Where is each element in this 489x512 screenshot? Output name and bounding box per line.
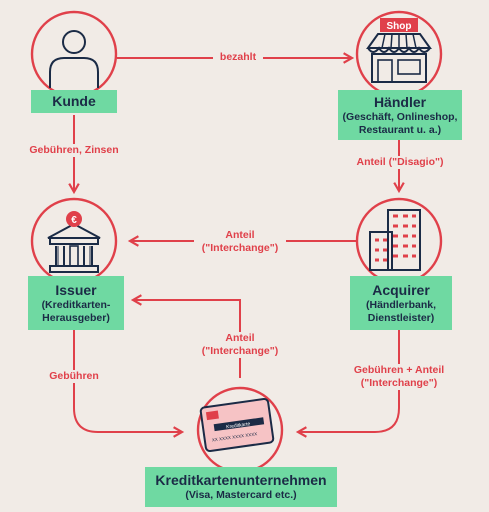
acquirer-label: Acquirer (Händlerbank, Dienstleister)	[350, 276, 452, 330]
haendler-sub-line-1: (Geschäft, Onlineshop,	[342, 110, 458, 123]
building-icon	[369, 209, 421, 271]
haendler-sub-line-2: Restaurant u. a.)	[358, 123, 442, 136]
bank-icon: €	[47, 211, 101, 273]
credit-card-icon: Kreditkarte XX XXXX XXXX XXXX	[199, 397, 275, 453]
edge-label-bezahlt: bezahlt	[213, 51, 263, 64]
shop-sign-text: Shop	[387, 21, 412, 32]
edge-line-gebuehren	[73, 330, 185, 438]
kunde-title: Kunde	[52, 93, 96, 109]
edge-label-gebuehren-zinsen: Gebühren, Zinsen	[22, 144, 126, 157]
edge-label-interchange-top: Anteil ("Interchange")	[194, 229, 286, 255]
kku-sub-line-1: (Visa, Mastercard etc.)	[185, 489, 297, 501]
edge-label-disagio: Anteil ("Disagio")	[354, 156, 446, 169]
acquirer-title: Acquirer	[372, 281, 430, 298]
person-icon	[49, 30, 99, 88]
edge-line-gebuehren-anteil	[295, 330, 400, 438]
issuer-sub-line-2: Herausgeber)	[42, 311, 110, 324]
issuer-label: Issuer (Kreditkarten- Herausgeber)	[28, 276, 124, 330]
issuer-title: Issuer	[55, 281, 97, 298]
kku-title: Kreditkartenunternehmen	[155, 472, 327, 488]
haendler-title: Händler	[373, 93, 427, 110]
card-number-text: XX XXXX XXXX XXXX	[212, 431, 258, 442]
edge-label-gebuehren: Gebühren	[44, 370, 104, 383]
kunde-label: Kunde	[31, 90, 117, 113]
kku-label: Kreditkartenunternehmen (Visa, Mastercar…	[145, 467, 337, 507]
shop-icon: Shop	[366, 18, 432, 83]
acquirer-sub-line-1: (Händlerbank,	[365, 298, 436, 311]
svg-text:€: €	[71, 215, 77, 226]
edge-label-gebuehren-anteil: Gebühren + Anteil ("Interchange")	[349, 364, 449, 390]
acquirer-sub-line-2: Dienstleister)	[367, 311, 435, 324]
haendler-label: Händler (Geschäft, Onlineshop, Restauran…	[338, 90, 462, 140]
issuer-sub-line-1: (Kreditkarten-	[41, 298, 111, 311]
edge-label-interchange-bottom: Anteil ("Interchange")	[194, 332, 286, 358]
card-label-text: Kreditkarte	[226, 421, 251, 430]
